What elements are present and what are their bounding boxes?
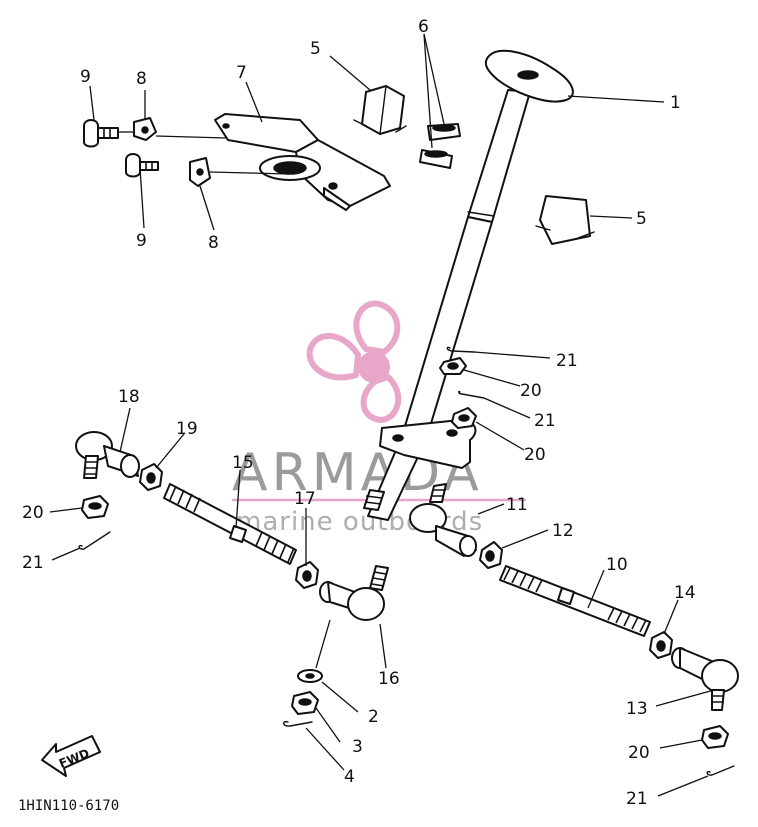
callout-1: 1 (670, 93, 681, 113)
callout-17: 17 (294, 489, 316, 509)
callout-19: 19 (176, 419, 198, 439)
leader-lines (49, 33, 715, 797)
callout-15: 15 (232, 453, 254, 473)
bolt-lower (125, 153, 159, 178)
callout-5-right: 5 (636, 209, 647, 229)
callout-20-d: 20 (22, 503, 44, 523)
bushing-upper (353, 85, 407, 135)
propeller-icon (306, 300, 402, 423)
callouts: 1 5 5 6 7 8 8 9 9 21 20 21 20 11 12 10 1… (22, 17, 696, 809)
tie-rod-end-11 (409, 483, 477, 557)
bolt-upper (83, 119, 119, 148)
callout-12: 12 (552, 521, 574, 541)
nut-20-left (81, 495, 109, 519)
column-collars (419, 123, 461, 169)
washer-2 (297, 669, 323, 683)
callout-20-c: 20 (628, 743, 650, 763)
callout-21-a: 21 (556, 351, 578, 371)
callout-20-a: 20 (520, 381, 542, 401)
tie-rod-10 (499, 565, 651, 637)
nut-20-mid (451, 407, 477, 429)
callout-10: 10 (606, 555, 628, 575)
callout-21-d: 21 (22, 553, 44, 573)
callout-21-c: 21 (626, 789, 648, 809)
cotter-21-right (706, 765, 735, 776)
nut-17 (295, 561, 319, 589)
nut-19 (139, 463, 163, 491)
nut-20-upper (439, 357, 467, 375)
callout-20-b: 20 (524, 445, 546, 465)
callout-18: 18 (118, 387, 140, 407)
nut-14 (649, 631, 673, 659)
cotter-21-upper (446, 346, 475, 353)
column-bracket (214, 113, 391, 211)
callout-21-b: 21 (534, 411, 556, 431)
callout-16: 16 (378, 669, 400, 689)
callout-14: 14 (674, 583, 696, 603)
nut-12 (479, 541, 503, 569)
fwd-arrow: FWD (41, 735, 101, 777)
diagram-code: 1HIN110-6170 (18, 798, 119, 814)
callout-5-upper: 5 (310, 39, 321, 59)
tie-rod-end-18 (75, 431, 140, 479)
callout-8-upper: 8 (136, 69, 147, 89)
callout-9-lower: 9 (136, 231, 147, 251)
callout-9-upper: 9 (80, 67, 91, 87)
bushing-right (535, 195, 595, 245)
steering-column (363, 49, 574, 521)
callout-13: 13 (626, 699, 648, 719)
callout-8-lower: 8 (208, 233, 219, 253)
callout-2: 2 (368, 707, 379, 727)
callout-7: 7 (236, 63, 247, 83)
callout-6: 6 (418, 17, 429, 37)
cotter-21-mid (457, 390, 485, 399)
cotter-pin-4 (283, 720, 313, 727)
tie-rod-end-13 (671, 647, 739, 711)
clip-upper (133, 117, 157, 141)
callout-4: 4 (344, 767, 355, 787)
callout-3: 3 (352, 737, 363, 757)
callout-11: 11 (506, 495, 528, 515)
nut-3 (291, 691, 319, 715)
tie-rod-end-16 (319, 565, 389, 621)
nut-20-right (701, 725, 729, 749)
tie-rod-15 (163, 483, 297, 565)
clip-lower (189, 157, 211, 187)
cotter-21-left (78, 531, 111, 550)
